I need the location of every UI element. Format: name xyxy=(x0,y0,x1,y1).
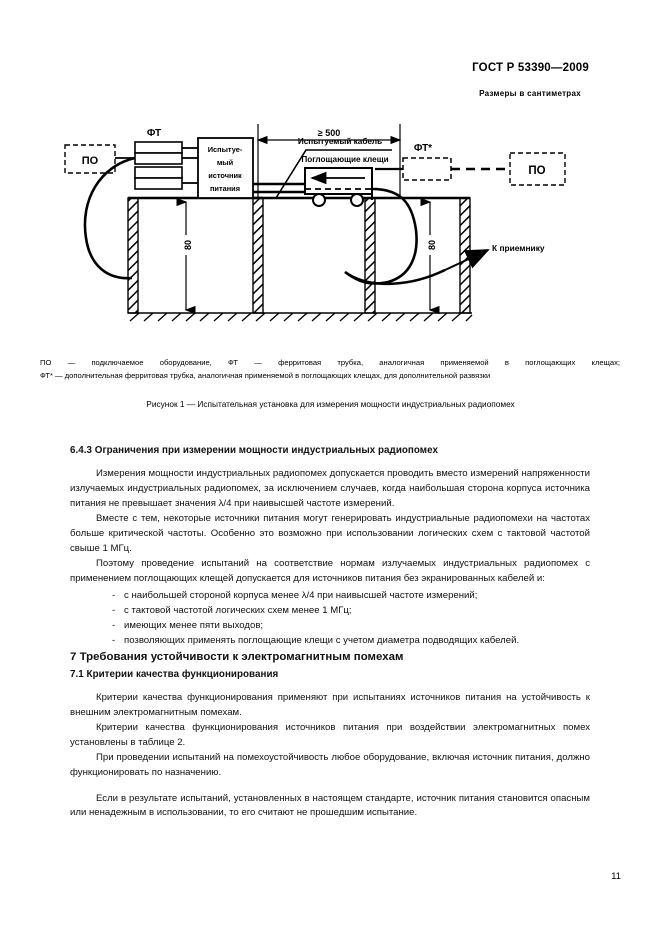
ft-star-label: ФТ* xyxy=(414,143,432,154)
figure-test-setup: ≥ 500 ПО ФТ Испытуе- xyxy=(40,110,625,345)
figure-legend-line-2: ФТ* — дополнительная ферритовая трубка, … xyxy=(40,371,491,381)
dimension-right-80: 80 xyxy=(420,197,440,315)
absorbing-clamp xyxy=(304,167,373,207)
list-item: с тактовой частотой логических схем мене… xyxy=(112,604,590,619)
document-body: 6.4.3 Ограничения при измерении мощности… xyxy=(70,443,590,821)
page-number: 11 xyxy=(611,870,621,881)
po-left-box: ПО xyxy=(64,144,116,174)
dimension-left-80-label: 80 xyxy=(183,240,193,250)
ground-hatching xyxy=(128,312,473,322)
dimension-500-label: ≥ 500 xyxy=(318,128,340,138)
to-receiver-arrow: К приемнику xyxy=(444,243,545,271)
po-right-label: ПО xyxy=(528,165,545,177)
po-right-box: ПО xyxy=(509,152,566,186)
cable-curve-left xyxy=(83,156,136,280)
document-standard-number: ГОСТ Р 53390—2009 xyxy=(472,62,589,74)
paragraph-1: Измерения мощности индустриальных радиоп… xyxy=(70,468,590,510)
requirements-list: с наибольшей стороной корпуса менее λ/4 … xyxy=(70,589,590,649)
source-label-line3: источник xyxy=(208,171,242,180)
clamp-wheel-left xyxy=(312,193,326,207)
ferrite-tube-right-dashed xyxy=(402,157,452,181)
paragraph-7: Если в результате испытаний, установленн… xyxy=(70,792,590,819)
list-item: с наибольшей стороной корпуса менее λ/4 … xyxy=(112,589,590,604)
list-item: имеющих менее пяти выходов; xyxy=(112,619,590,634)
paragraph-6: При проведении испытаний на помехоустойч… xyxy=(70,751,590,778)
ft-label: ФТ xyxy=(147,128,161,139)
wall-right xyxy=(459,197,471,314)
source-label-line4: питания xyxy=(210,184,240,193)
figure-caption: Рисунок 1 — Испытательная установка для … xyxy=(146,399,515,409)
figure-legend-line-1: ПО — подключаемое оборудование, ФТ — фер… xyxy=(40,358,620,367)
po-left-label: ПО xyxy=(82,155,99,167)
wall-left xyxy=(127,197,139,314)
figure-diagram: ≥ 500 ПО ФТ Испытуе- xyxy=(64,124,566,322)
cable-leader-line xyxy=(275,149,392,199)
source-label-line1: Испытуе- xyxy=(208,145,243,154)
tested-cable-label: Испытуемый кабель xyxy=(298,136,382,146)
dimension-left-80: 80 xyxy=(176,197,196,315)
figure-units-note: Размеры в сантиметрах xyxy=(479,89,581,98)
ferrite-tube-stack-left xyxy=(134,141,183,190)
absorbing-clamp-label: Поглощающие клещи xyxy=(301,155,388,164)
heading-7: 7 Требования устойчивости к электромагни… xyxy=(70,650,404,663)
wall-mid-left xyxy=(252,197,264,314)
list-item: позволяющих применять поглощающие клещи … xyxy=(112,634,590,649)
heading-6-4-3: 6.4.3 Ограничения при измерении мощности… xyxy=(70,445,438,456)
tested-power-source-box: Испытуе- мый источник питания xyxy=(197,137,254,199)
paragraph-2: Вместе с тем, некоторые источники питани… xyxy=(70,513,590,555)
dimension-horizontal-500: ≥ 500 xyxy=(256,124,402,198)
heading-7-1: 7.1 Критерии качества функционирования xyxy=(70,668,279,680)
figure-legend: ПО — подключаемое оборудование, ФТ — фер… xyxy=(40,356,620,383)
clamp-wheel-right xyxy=(350,193,364,207)
to-receiver-label: К приемнику xyxy=(492,243,545,253)
paragraph-3: Поэтому проведение испытаний на соответс… xyxy=(70,558,590,584)
dimension-right-80-label: 80 xyxy=(427,240,437,250)
wall-mid-right xyxy=(364,197,376,314)
paragraph-5: Критерии качества функционирования источ… xyxy=(70,721,590,748)
paragraph-4: Критерии качества функционирования приме… xyxy=(70,691,590,718)
source-label-line2: мый xyxy=(217,158,234,167)
